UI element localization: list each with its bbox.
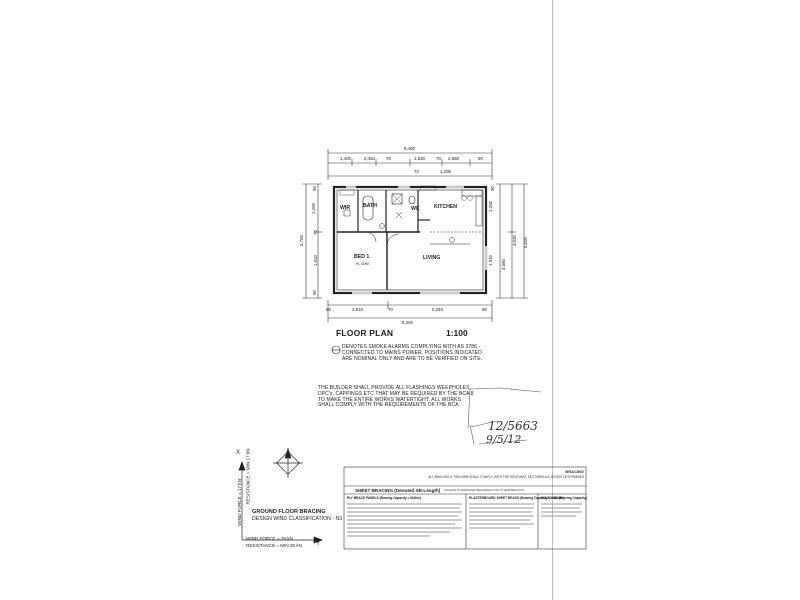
dim-top: 2,550 xyxy=(448,156,459,161)
room-label-wc: WC xyxy=(411,206,420,212)
dim-top-overall: 9,400 xyxy=(404,146,415,151)
scan-edge-line xyxy=(552,0,553,600)
axis-x-label: X xyxy=(236,450,241,456)
dim-top: 70 xyxy=(436,156,441,161)
dim-bottom: 2,910 xyxy=(352,307,363,312)
dim-bottom: 70 xyxy=(388,307,393,312)
dim-bottom: 90 xyxy=(482,307,487,312)
dim-top: 70 xyxy=(386,156,391,161)
bracing-top-right-heading: BRACING xyxy=(565,469,584,474)
stamp-date: 9/5/12 xyxy=(486,433,522,446)
dim-bottom-overall: 8,400 xyxy=(402,320,413,325)
floor-plan-title: FLOOR PLAN xyxy=(336,328,394,338)
bracing-top-right-note: ALL BRACING & TIEDOWN SHALL COMPLY WITH … xyxy=(428,475,584,479)
resistance: RESISTANCE = MIN 30 kN xyxy=(246,543,302,548)
sheet-bracing-note: UNLESS OTHERWISE REQUIRED FOR OTHER BRAC… xyxy=(444,488,525,492)
dim-top: 1,530 xyxy=(414,156,425,161)
floor-plan-scale: 1:100 xyxy=(446,328,468,338)
dim-bottom: 5,240 xyxy=(432,307,443,312)
diagonal-brace-heading: DIAGONAL (Bracing Capacity) xyxy=(541,496,587,500)
smoke-alarm-note: DENOTES SMOKE ALARMS COMPLYING WITH AS 3… xyxy=(342,344,483,362)
dim-top: 2,450 xyxy=(364,156,375,161)
dim-top: 70 xyxy=(414,169,419,174)
room-label-wir: WIR xyxy=(340,205,351,211)
room-label-bed1-sub: FL 4090 xyxy=(356,262,370,266)
dim-top: 1,200 xyxy=(440,169,451,174)
dim-bottom: 90 xyxy=(326,307,331,312)
bracing-subtitle: DESIGN WIND CLASSIFICATION - N3 xyxy=(252,516,343,522)
dim-top: 1,400 xyxy=(340,156,351,161)
builder-note: THE BUILDER SHALL PROVIDE ALL FLASHINGS … xyxy=(318,385,474,409)
dim-top: 90 xyxy=(478,156,483,161)
bracing-title: GROUND FLOOR BRACING xyxy=(252,509,326,515)
axis-y-label: Y xyxy=(316,541,321,547)
sheet-bracing-heading: SHEET BRACING (Denoted SB-Length) xyxy=(355,488,441,493)
ply-brace-heading: PLY BRACE PANELS (Bracing Capacity = 6kN… xyxy=(347,496,421,500)
room-label-bed1: BED 1 xyxy=(354,254,370,260)
room-label-bath: BATH xyxy=(363,203,378,209)
room-label-kitchen: KITCHEN xyxy=(434,204,458,210)
plasterboard-brace-heading: PLASTERBOARD SHEET BRACE (Bracing Capaci… xyxy=(469,496,565,500)
room-label-living: LIVING xyxy=(423,255,441,261)
stamp-number: 12/5663 xyxy=(488,419,538,433)
wind-force: WIND FORCE = 29 kN xyxy=(246,536,293,541)
